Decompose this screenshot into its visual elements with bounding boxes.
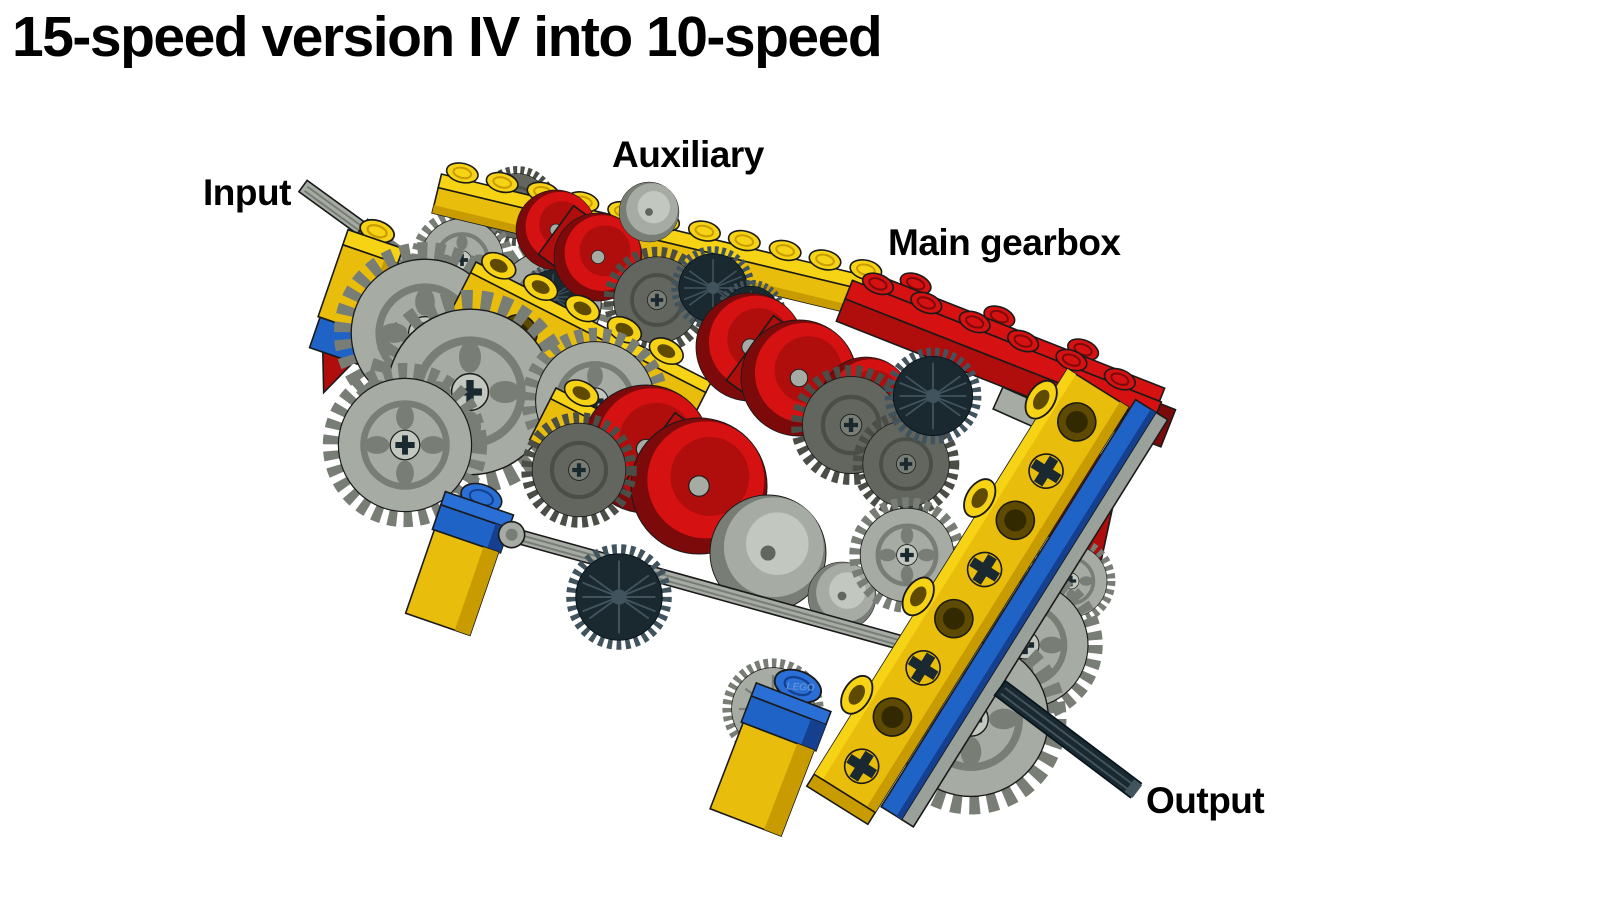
front-technic-beam [805, 367, 1169, 828]
right-support-brick: LEGO [709, 662, 832, 838]
bevel-gear-navy [571, 549, 667, 645]
label-output: Output [1146, 780, 1265, 821]
left-support-brick [404, 477, 515, 637]
label-main-gearbox: Main gearbox [888, 222, 1121, 263]
output-axle [993, 679, 1143, 799]
auxiliary-clutch-gears [515, 189, 643, 302]
gray-bushing [618, 181, 680, 243]
label-input: Input [203, 172, 291, 213]
main-clutch-gears-upper [695, 292, 858, 437]
page-title: 15-speed version IV into 10-speed [12, 5, 883, 69]
label-auxiliary: Auxiliary [612, 134, 764, 175]
lego-logo-text: LEGO [786, 681, 815, 693]
main-clutch-gears-lower [581, 384, 768, 555]
